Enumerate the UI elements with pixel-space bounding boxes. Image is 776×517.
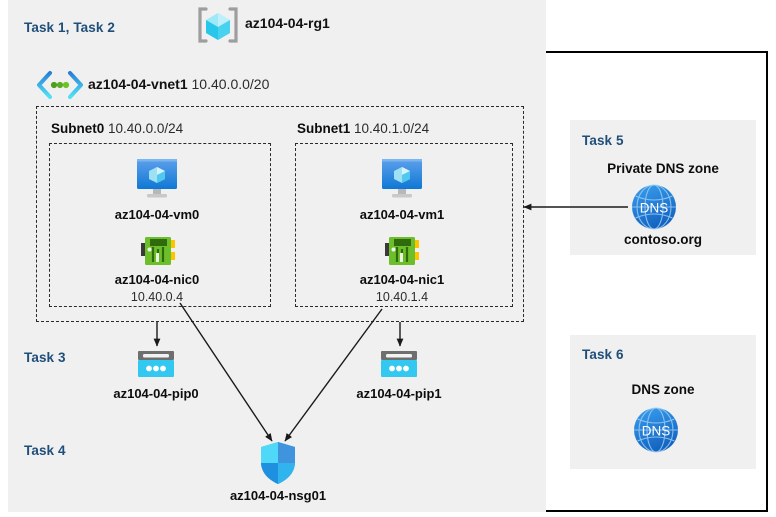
subnet-1-cidr: 10.40.1.0/24	[354, 121, 430, 136]
subnet-1-title: Subnet1 10.40.1.0/24	[297, 121, 429, 136]
nic1-label: az104-04-nic1	[359, 272, 445, 287]
vm0-label: az104-04-vm0	[114, 207, 200, 222]
subnet-0-name: Subnet0	[51, 121, 105, 136]
task-label-3: Task 3	[24, 350, 66, 365]
virtual-machine-icon	[378, 156, 426, 200]
dns-zone-heading: DNS zone	[631, 382, 695, 397]
subnet-1-inner	[295, 143, 513, 307]
nic0-label: az104-04-nic0	[114, 272, 200, 287]
vnet-address-space: 10.40.0.0/20	[191, 76, 270, 92]
resource-group-name-text: az104-04-rg1	[245, 15, 330, 31]
resource-group-band	[8, 0, 546, 51]
nic1-ip: 10.40.1.4	[375, 290, 429, 304]
subnet-0-title: Subnet0 10.40.0.0/24	[51, 121, 183, 136]
subnets-wrapper: Subnet0 10.40.0.0/24 Subnet1 10.40.1.0/2…	[36, 106, 524, 322]
pip1-label: az104-04-pip1	[356, 386, 442, 401]
vnet-name: az104-04-vnet1	[88, 76, 188, 92]
virtual-network-icon	[36, 69, 84, 101]
network-interface-icon	[141, 235, 175, 267]
subnet-0-cidr: 10.40.0.0/24	[108, 121, 184, 136]
resource-group-icon	[196, 5, 240, 45]
virtual-machine-icon	[133, 156, 181, 200]
dns-zone-icon: DNS	[630, 183, 678, 231]
resource-group-name: az104-04-rg1	[245, 15, 330, 31]
dns-icon-text: DNS	[642, 424, 671, 439]
network-interface-icon	[385, 235, 419, 267]
subnet-0: Subnet0 10.40.0.0/24	[37, 107, 283, 321]
task3-panel	[22, 336, 534, 408]
task-label-6: Task 6	[582, 347, 624, 362]
vnet-header: az104-04-vnet1 10.40.0.0/20	[88, 76, 269, 92]
network-security-group-icon	[258, 440, 298, 486]
public-ip-address-icon	[379, 349, 419, 381]
vm1-label: az104-04-vm1	[359, 207, 445, 222]
dns-icon-text: DNS	[640, 201, 669, 216]
task-label-5: Task 5	[582, 133, 624, 148]
private-dns-zone-name: contoso.org	[624, 232, 702, 247]
nsg-label: az104-04-nsg01	[229, 488, 327, 503]
task-label-1-2: Task 1, Task 2	[24, 20, 115, 35]
nic0-ip: 10.40.0.4	[130, 290, 184, 304]
dns-zone-icon: DNS	[632, 406, 680, 454]
pip0-label: az104-04-pip0	[113, 386, 199, 401]
vnet-container	[22, 60, 534, 328]
private-dns-zone-heading: Private DNS zone	[607, 161, 719, 176]
public-ip-address-icon	[136, 349, 176, 381]
subnet-1: Subnet1 10.40.1.0/24	[283, 107, 525, 321]
task-label-4: Task 4	[24, 443, 66, 458]
subnet-0-inner	[49, 143, 271, 307]
subnet-1-name: Subnet1	[297, 121, 351, 136]
